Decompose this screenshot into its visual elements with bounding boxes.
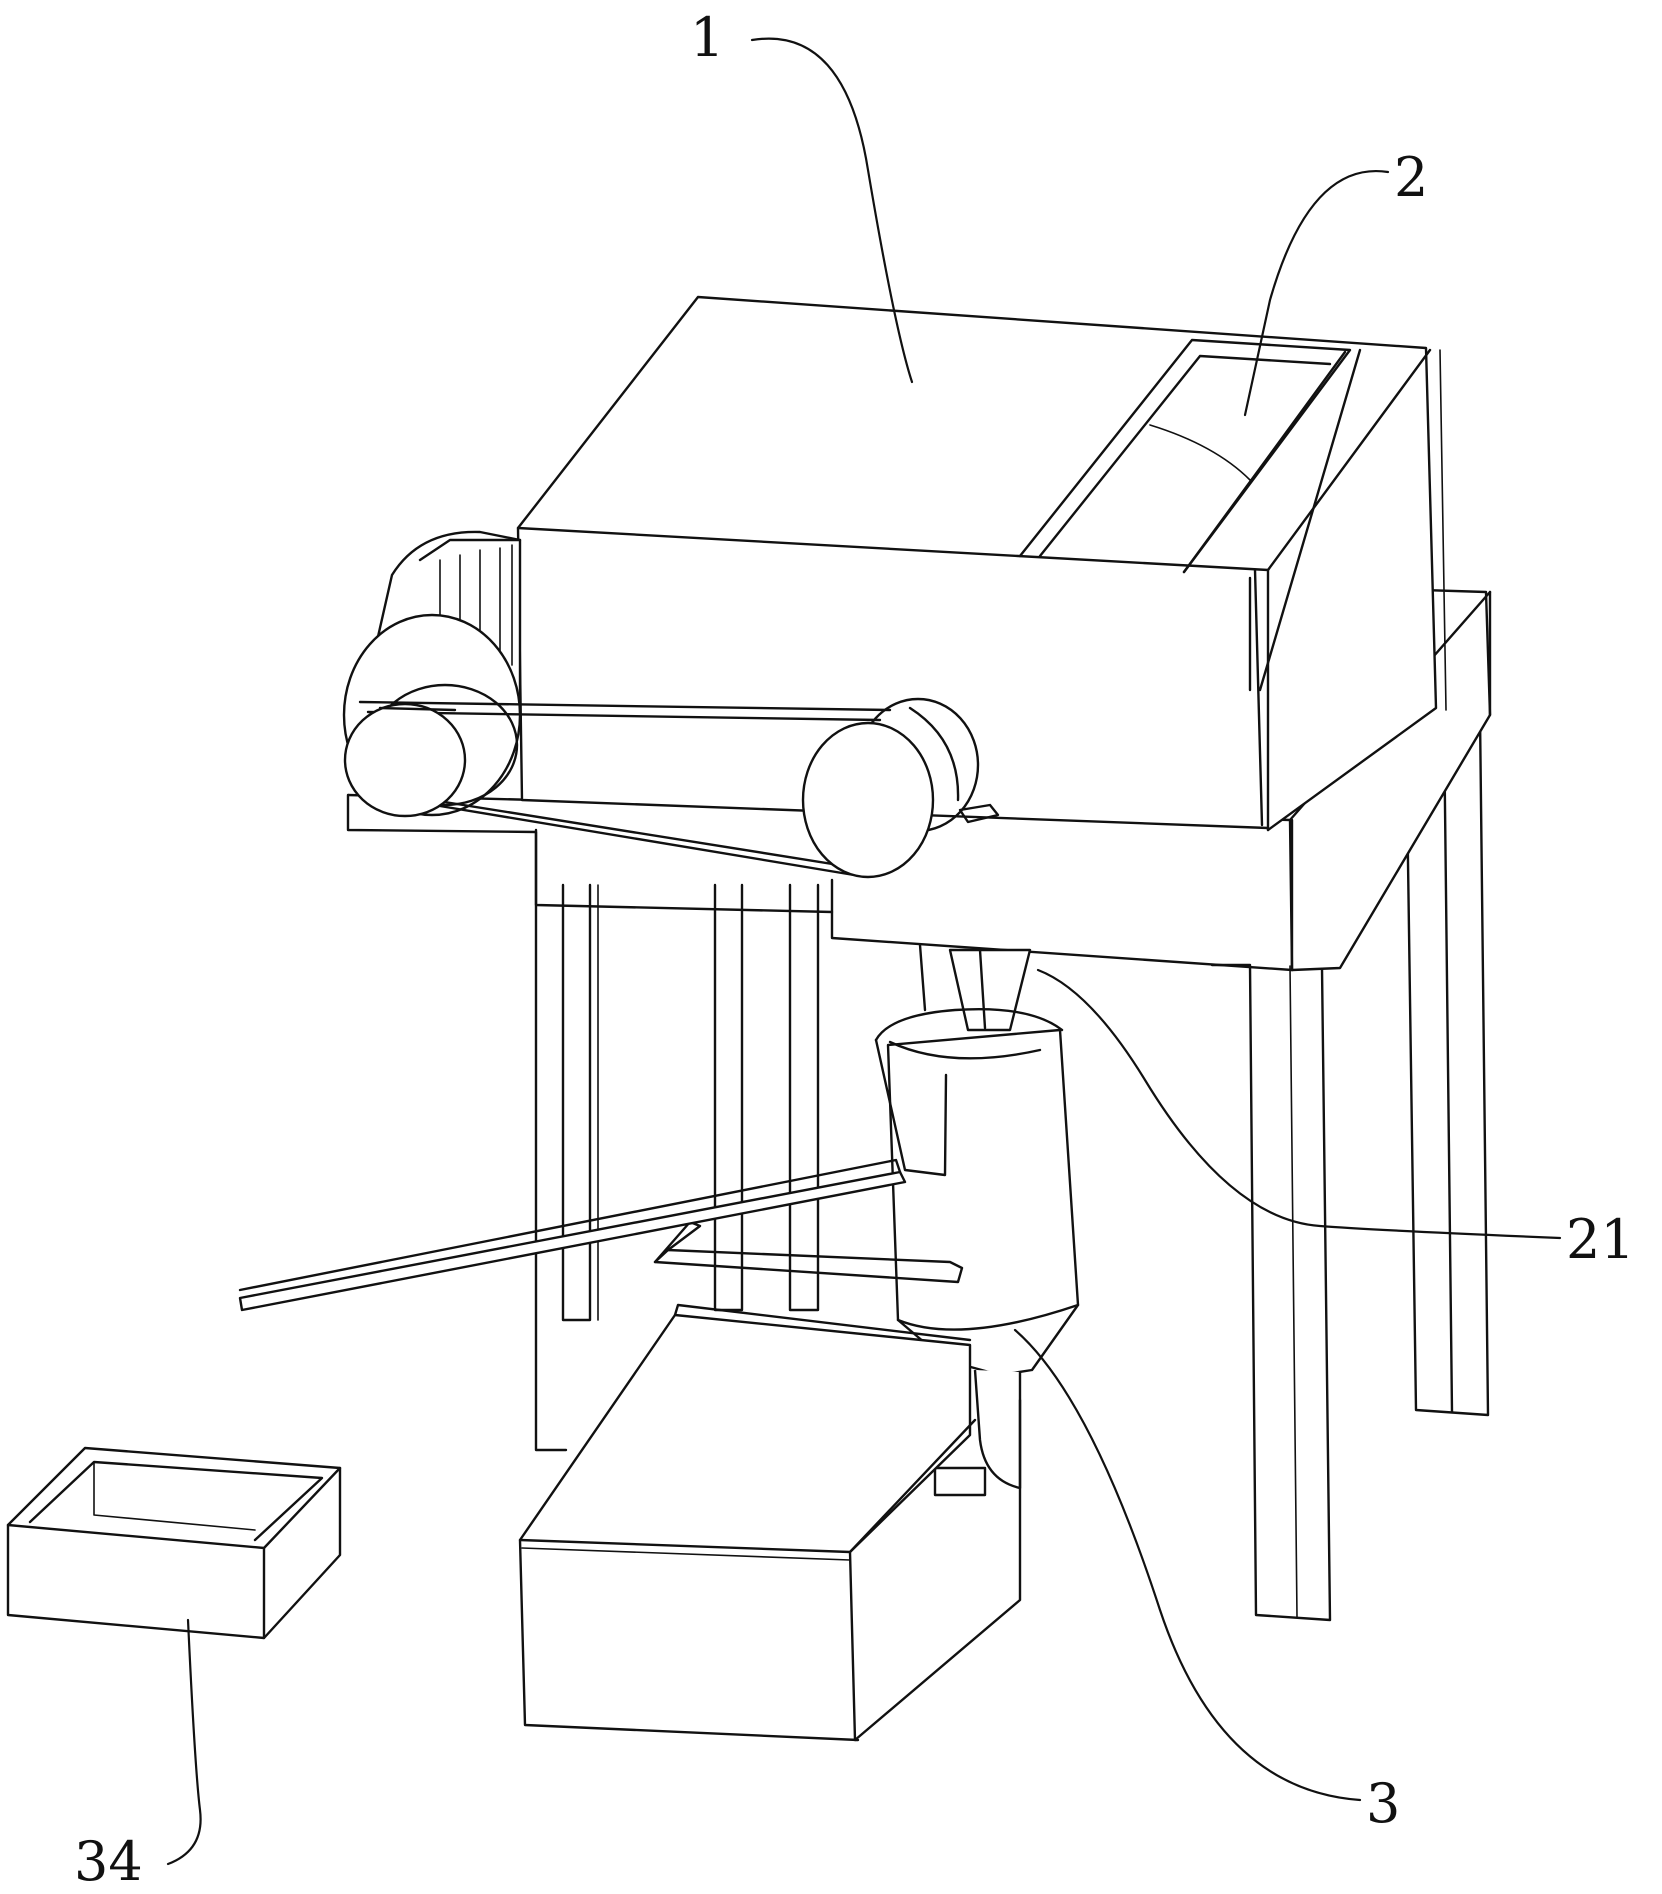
small-bin <box>6 1446 342 1640</box>
main-housing <box>516 295 1447 832</box>
label-1: 1 <box>690 6 724 69</box>
label-34: 34 <box>74 1830 143 1893</box>
label-2: 2 <box>1394 146 1428 209</box>
label-21: 21 <box>1566 1208 1635 1271</box>
reference-labels: 1 2 21 3 34 <box>74 6 1635 1893</box>
leader-lines <box>166 37 1562 1866</box>
feed-hopper <box>1018 338 1362 692</box>
separator-cylinder <box>238 1007 1080 1497</box>
label-3: 3 <box>1366 1772 1400 1835</box>
outlet-chute <box>918 943 1032 1032</box>
belt-drive <box>342 530 1000 879</box>
collection-tank <box>518 1303 1022 1742</box>
